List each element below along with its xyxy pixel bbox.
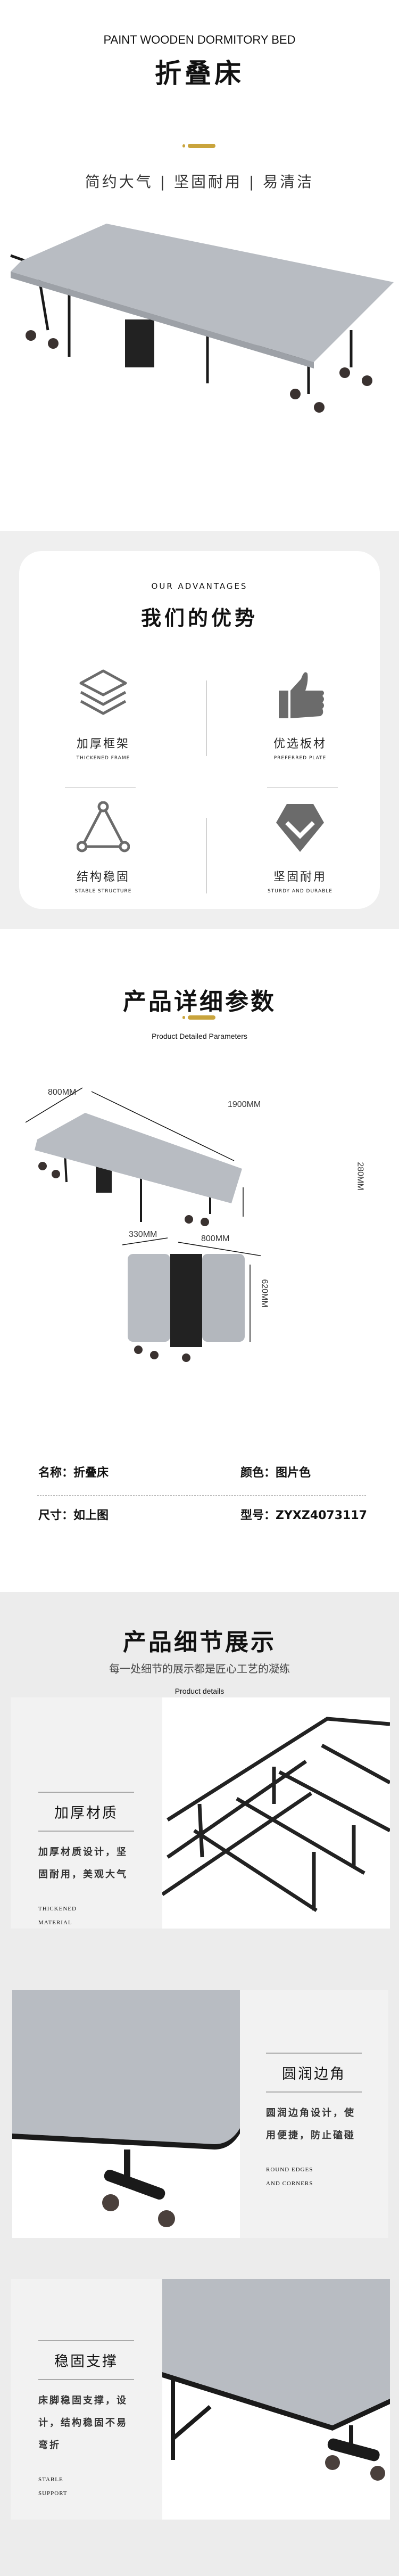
detail-text-panel — [234, 1990, 388, 2238]
spec-label: 颜色： — [240, 1466, 276, 1480]
advantage-label: 优选板材 — [273, 737, 327, 751]
support-detail-image — [162, 2279, 390, 2520]
frame-detail-image — [162, 1697, 390, 1929]
detail-body: 圆润边角设计，使用便捷，防止磕碰 — [266, 2107, 355, 2141]
advantages-title-en: OUR ADVANTAGES — [151, 581, 248, 591]
spec-value: 折叠床 — [73, 1466, 109, 1480]
params-subtitle: Product Detailed Parameters — [152, 1032, 247, 1040]
details-title: 产品细节展示 — [123, 1629, 276, 1656]
spec-name: 名称：折叠床 — [38, 1463, 109, 1480]
spec-label: 尺寸： — [38, 1509, 74, 1522]
hero-title: 折叠床 — [155, 58, 244, 89]
dim-folded-width: 800MM — [201, 1234, 230, 1243]
bed-image — [10, 224, 394, 413]
hero-tagline: 简约大气 | 坚固耐用 | 易清洁 — [85, 173, 314, 191]
spec-model: 型号：ZYXZ4073117 — [240, 1506, 367, 1523]
spec-color: 颜色：图片色 — [240, 1463, 311, 1480]
gold-divider — [182, 144, 217, 148]
detail-body: 床脚稳固支撑，设计，结构稳固不易弯折 — [38, 2395, 128, 2451]
detail-body: 加厚材质设计，坚固耐用，美观大气 — [38, 1847, 128, 1880]
details-subtitle-en: Product details — [174, 1687, 225, 1695]
spec-value: 图片色 — [276, 1466, 311, 1480]
dim-height: 280MM — [355, 1162, 365, 1191]
divider — [206, 680, 207, 756]
shield-check-icon — [276, 804, 324, 852]
detail-text-panel — [11, 2279, 165, 2520]
detail-heading: 稳固支撑 — [54, 2353, 118, 2370]
detail-text: 稳固支撑 床脚稳固支撑，设计，结构稳固不易弯折 STABLE SUPPORT — [38, 2340, 134, 2500]
dim-folded-depth: 330MM — [129, 1230, 157, 1239]
advantage-label: 加厚框架 — [76, 737, 130, 751]
advantages-title: 我们的优势 — [140, 606, 258, 630]
divider — [206, 818, 207, 893]
dim-length: 1900MM — [228, 1100, 261, 1109]
mattress — [11, 224, 394, 362]
detail-heading: 加厚材质 — [54, 1805, 118, 1822]
spec-value: ZYXZ4073117 — [276, 1509, 367, 1522]
detail-en: THICKENED MATERIAL — [38, 1906, 77, 1926]
advantage-label: 坚固耐用 — [273, 871, 327, 884]
detail-text-panel — [11, 1697, 165, 1929]
bed-dimension-diagram — [25, 1087, 244, 1226]
advantage-label-en: THICKENED FRAME — [76, 756, 130, 761]
detail-en: STABLE SUPPORT — [38, 2476, 68, 2497]
layers-icon — [79, 669, 127, 715]
hero-title-en: PAINT WOODEN DORMITORY BED — [103, 33, 296, 46]
advantage-item: 坚固耐用 STURDY AND DURABLE — [247, 801, 353, 894]
corner-detail-image — [12, 1990, 240, 2238]
thumbs-up-icon — [279, 672, 324, 718]
spec-value: 如上图 — [73, 1509, 109, 1522]
spec-label: 型号： — [240, 1509, 276, 1522]
triangle-nodes-icon — [76, 801, 130, 852]
advantage-item: 加厚框架 THICKENED FRAME — [50, 668, 156, 761]
advantage-label: 结构稳固 — [76, 871, 130, 884]
advantage-label-en: STURDY AND DURABLE — [268, 889, 332, 894]
folded-bed-diagram — [122, 1237, 261, 1362]
spec-divider — [37, 1495, 366, 1496]
spec-size: 尺寸：如上图 — [38, 1506, 109, 1523]
spec-label: 名称： — [38, 1466, 74, 1480]
advantage-item: 结构稳固 STABLE STRUCTURE — [50, 801, 156, 894]
advantage-label-en: PREFERRED PLATE — [273, 756, 327, 761]
gold-divider — [182, 1015, 217, 1020]
dim-folded-height: 620MM — [260, 1279, 269, 1308]
dim-width: 800MM — [48, 1088, 77, 1097]
details-subtitle: 每一处细节的展示都是匠心工艺的凝练 — [109, 1662, 290, 1675]
detail-en: ROUND EDGES AND CORNERS — [266, 2167, 313, 2187]
advantage-item: 优选板材 PREFERRED PLATE — [247, 668, 353, 761]
advantage-label-en: STABLE STRUCTURE — [74, 889, 132, 894]
params-title: 产品详细参数 — [123, 988, 276, 1015]
detail-text: 圆润边角 圆润边角设计，使用便捷，防止磕碰 ROUND EDGES AND CO… — [266, 2053, 362, 2191]
detail-text: 加厚材质 加厚材质设计，坚固耐用，美观大气 THICKENED MATERIAL — [38, 1792, 134, 1930]
detail-heading: 圆润边角 — [282, 2066, 346, 2082]
